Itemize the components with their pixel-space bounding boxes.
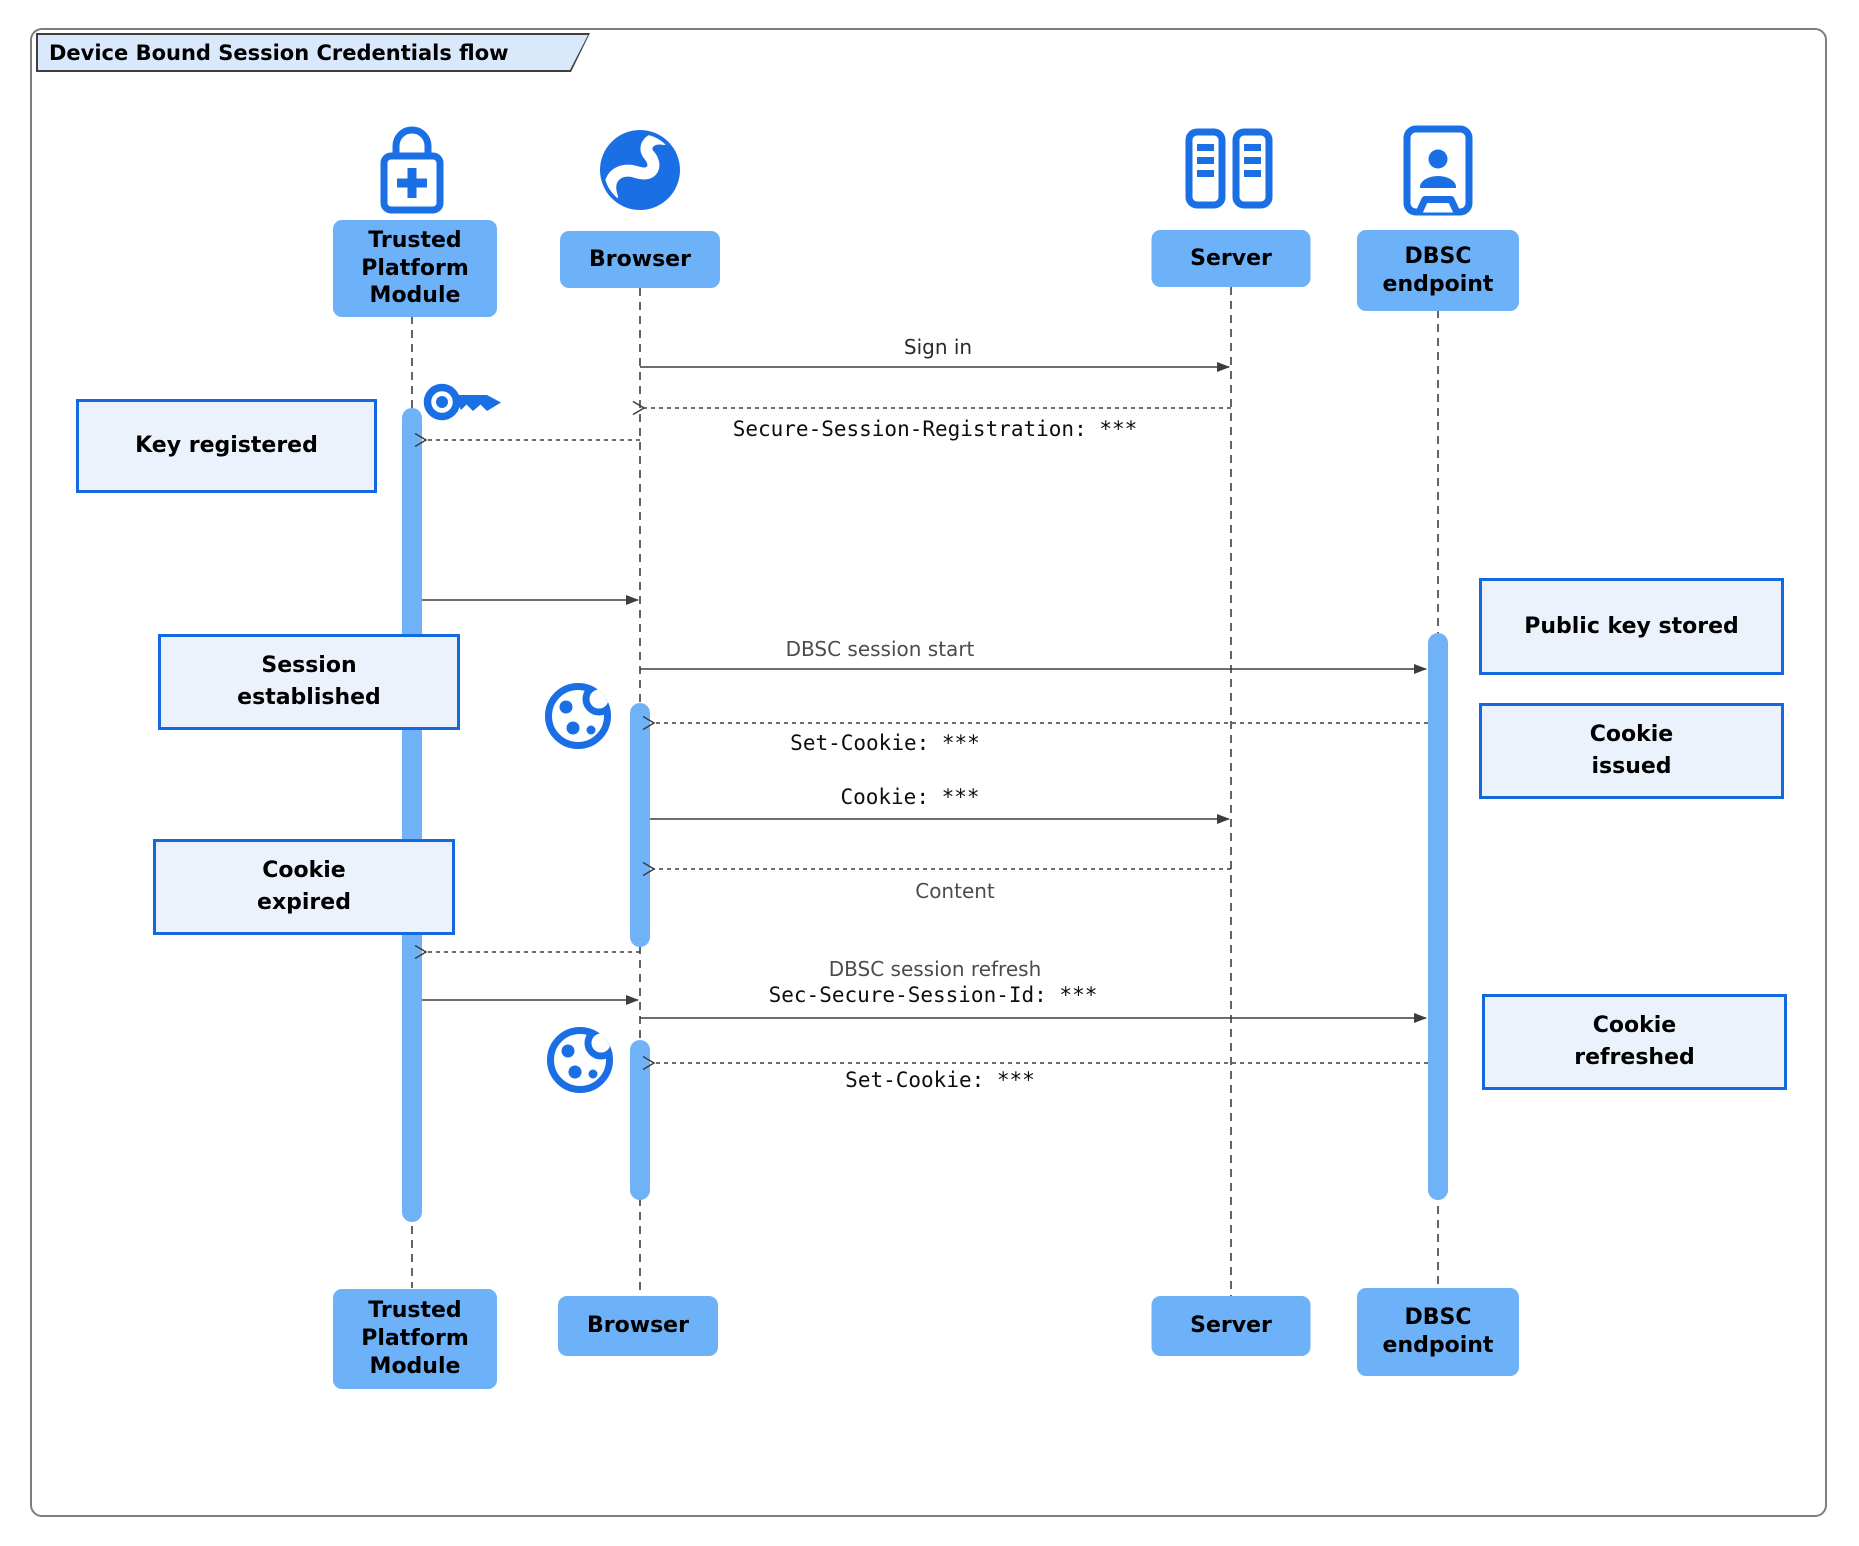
diagram-title: Device Bound Session Credentials flow — [38, 35, 588, 70]
message-label-sign-in: Sign in — [903, 335, 973, 359]
message-label-content: Content — [915, 879, 995, 903]
actor-bottom-tpm: Trusted Platform Module — [333, 1289, 497, 1389]
actor-top-dbsc: DBSC endpoint — [1357, 230, 1519, 311]
message-label-dbsc-session-refresh: DBSC session refresh — [828, 957, 1042, 981]
note-cookie-issued: Cookie issued — [1479, 703, 1784, 799]
note-cookie-expired: Cookie expired — [153, 839, 455, 935]
actor-bottom-dbsc: DBSC endpoint — [1357, 1288, 1519, 1376]
message-label-secure-session-registration: Secure-Session-Registration: *** — [732, 417, 1138, 441]
note-session-established: Session established — [158, 634, 460, 730]
diagram-title-tab: Device Bound Session Credentials flow — [36, 33, 590, 72]
actor-top-tpm: Trusted Platform Module — [333, 220, 497, 317]
message-label-cookie: Cookie: *** — [840, 785, 980, 809]
message-label-set-cookie-refresh: Set-Cookie: *** — [845, 1068, 1035, 1092]
actor-bottom-browser: Browser — [558, 1296, 718, 1356]
message-label-set-cookie-issue: Set-Cookie: *** — [790, 731, 980, 755]
note-cookie-refreshed: Cookie refreshed — [1482, 994, 1787, 1090]
note-key-registered: Key registered — [76, 399, 377, 493]
actor-top-browser: Browser — [560, 231, 720, 288]
actor-bottom-server: Server — [1151, 1296, 1311, 1356]
message-label-sec-secure-session-id: Sec-Secure-Session-Id: *** — [768, 983, 1098, 1007]
actor-top-server: Server — [1151, 230, 1311, 287]
message-label-dbsc-session-start: DBSC session start — [785, 637, 975, 661]
note-public-key-stored: Public key stored — [1479, 578, 1784, 675]
